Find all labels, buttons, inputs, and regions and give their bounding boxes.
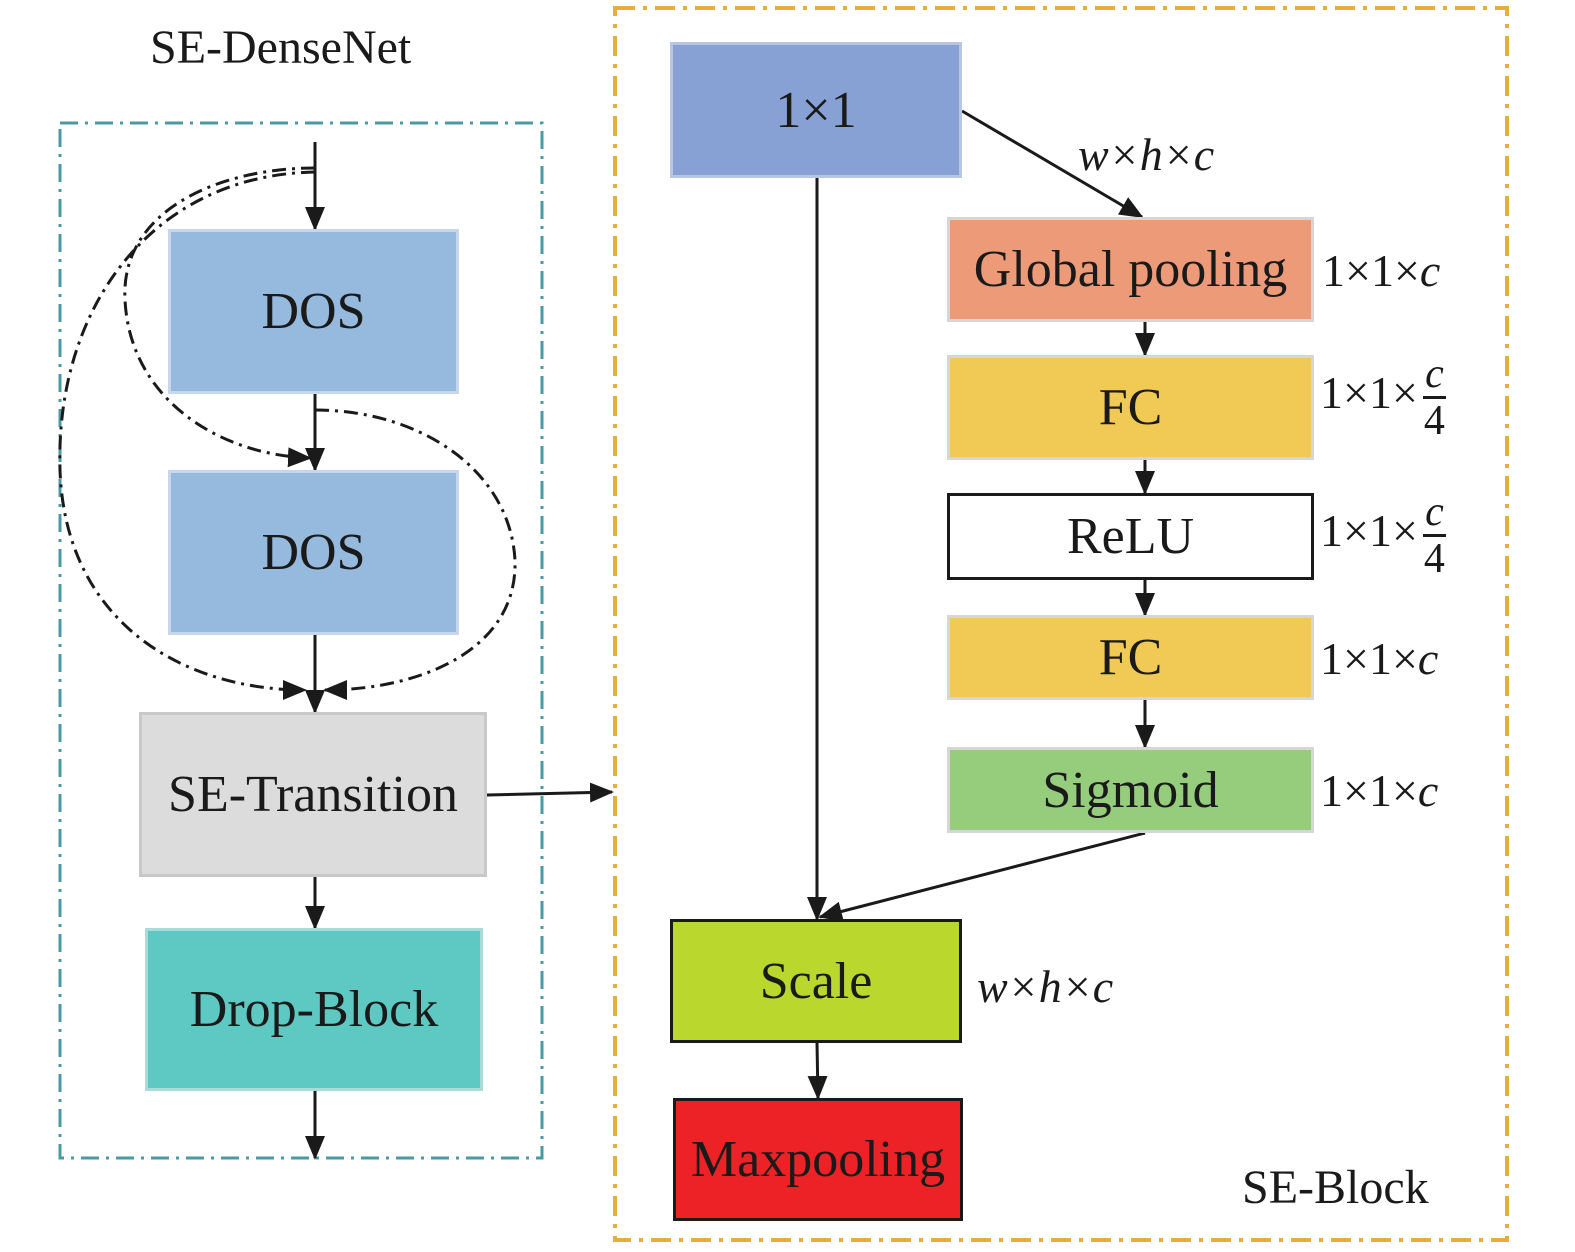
se-densenet-title: SE-DenseNet: [150, 21, 412, 74]
drop-block-node: Drop-Block: [145, 928, 483, 1091]
sigmoid-node: Sigmoid: [947, 747, 1314, 833]
se-block-frame: [613, 6, 1509, 1242]
dos-node-2: DOS: [168, 470, 459, 635]
dos-node-1: DOS: [168, 229, 459, 394]
arrow-sigmoid-to-scale: [818, 831, 1146, 922]
arrow-scale-to-maxpooling: [807, 1042, 828, 1100]
conv-1x1-node: 1×1: [670, 42, 962, 178]
fc-node-1: FC: [947, 355, 1314, 460]
scale-node: Scale: [670, 919, 962, 1043]
se-densenet-frame: [58, 121, 544, 1160]
global-pooling-node: Global pooling: [947, 217, 1314, 322]
relu-node: ReLU: [947, 493, 1314, 580]
skip-input-to-transition: [58, 170, 316, 700]
fc-node-2: FC: [947, 615, 1314, 700]
se-transition-node: SE-Transition: [139, 712, 487, 877]
skip-dos1-to-transition: [314, 408, 517, 700]
arrow-conv-to-global-pooling: [961, 109, 1144, 219]
dim-label-scale: w×h×c: [977, 961, 1114, 1012]
dim-label-sigmoid: 1×1×c: [1320, 765, 1439, 816]
dim-label-fc2: 1×1×c: [1320, 633, 1439, 684]
skip-input-to-dos2: [123, 166, 316, 468]
dim-label-global-pooling: 1×1×c: [1322, 245, 1441, 296]
maxpooling-node: Maxpooling: [673, 1098, 963, 1221]
dim-label-conv-out: w×h×c: [1078, 129, 1215, 180]
se-block-title: SE-Block: [1242, 1161, 1429, 1214]
arrow-transition-to-se-block: [486, 782, 614, 803]
